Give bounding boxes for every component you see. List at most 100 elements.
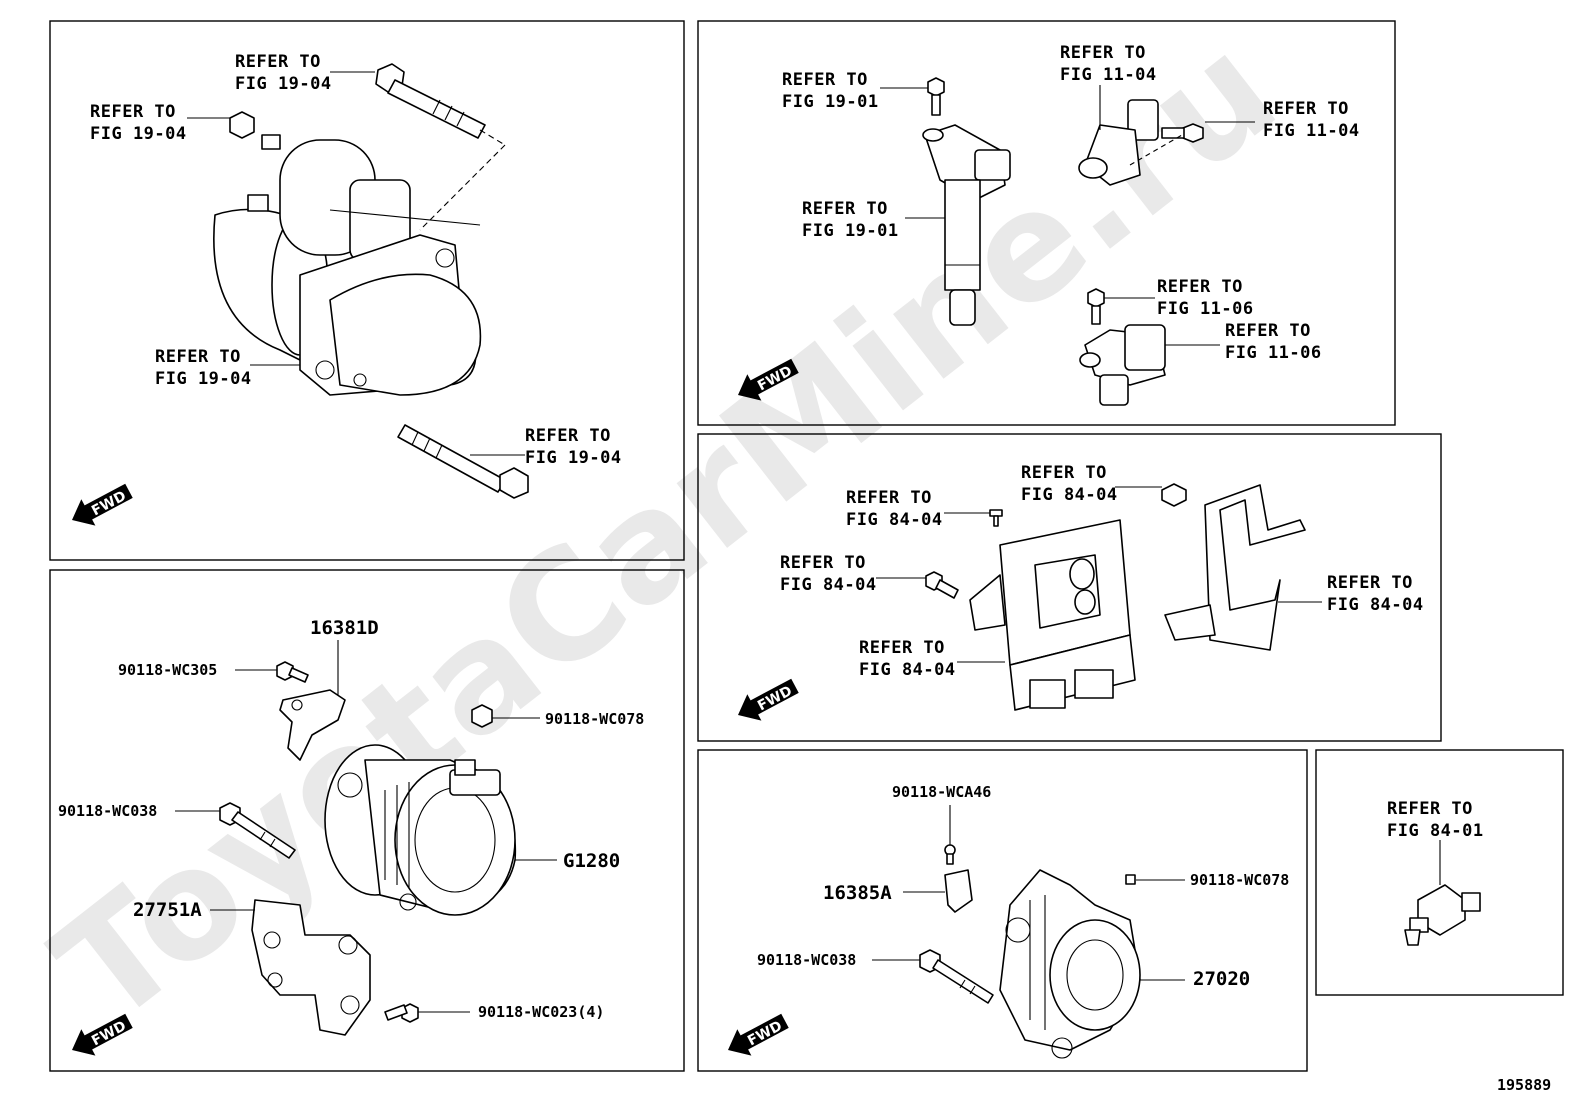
svg-text:FIG 19-01: FIG 19-01 (802, 221, 899, 241)
panel-ecu: REFER TO FIG 84-04 REFER TO FIG 84-04 RE… (697, 433, 1442, 742)
ignition-ref-coil: REFER TO FIG 19-01 (802, 199, 899, 241)
svg-text:FIG 84-04: FIG 84-04 (846, 510, 943, 530)
panel-ignition: REFER TO FIG 19-01 REFER TO FIG 19-01 RE… (697, 20, 1396, 426)
svg-text:REFER TO: REFER TO (1060, 43, 1146, 63)
part-G1280: G1280 (563, 850, 620, 872)
starter-motor-drawing (213, 134, 482, 396)
svg-text:REFER TO: REFER TO (155, 347, 241, 367)
svg-text:FIG 84-04: FIG 84-04 (859, 660, 956, 680)
panel-ignition-frame (697, 20, 1396, 426)
ignition-ref-crank-bolt: REFER TO FIG 11-06 (1157, 277, 1254, 319)
ecu-bolt (925, 571, 959, 599)
svg-text:FIG 19-04: FIG 19-04 (90, 124, 187, 144)
ecu-ref-screw: REFER TO FIG 84-04 (846, 488, 943, 530)
fwd-arrow-icon: FWD (738, 678, 799, 721)
panel-starter-frame (49, 20, 685, 561)
switch-ref: REFER TO FIG 84-01 (1387, 799, 1484, 841)
coil-bolt (927, 77, 945, 116)
svg-text:REFER TO: REFER TO (780, 553, 866, 573)
cam-position-sensor (1078, 99, 1204, 186)
svg-text:REFER TO: REFER TO (1225, 321, 1311, 341)
svg-text:REFER TO: REFER TO (1157, 277, 1243, 297)
panel-ecu-frame (697, 433, 1442, 742)
ignition-ref-crank-sensor: REFER TO FIG 11-06 (1225, 321, 1322, 363)
figure-number: 195889 (1497, 1076, 1551, 1094)
panel-switch: REFER TO FIG 84-01 (1315, 749, 1564, 996)
svg-text:FIG 84-01: FIG 84-01 (1387, 821, 1484, 841)
screw-90118-WCA46 (944, 844, 956, 865)
panel-alternator-a-frame (49, 569, 685, 1072)
bolt-90118-WC305 (276, 661, 309, 683)
part-90118-WC023: 90118-WC023(4) (478, 1003, 604, 1021)
nut-90118-WC078 (471, 704, 493, 728)
panel-alternator-a: 16381D 90118-WC305 90118-WC078 90118-WC0… (49, 569, 685, 1072)
starter-ref-motor: REFER TO FIG 19-04 (155, 347, 252, 389)
starter-ref-top-bolt: REFER TO FIG 19-04 (235, 52, 332, 94)
ignition-ref-coil-bolt: REFER TO FIG 19-01 (782, 70, 879, 112)
svg-text:REFER TO: REFER TO (1021, 463, 1107, 483)
svg-text:FIG 84-04: FIG 84-04 (1327, 595, 1424, 615)
ecu-ref-nut: REFER TO FIG 84-04 (1021, 463, 1118, 505)
svg-text:FIG 19-04: FIG 19-04 (525, 448, 622, 468)
ecu-ref-module: REFER TO FIG 84-04 (859, 638, 956, 680)
bracket-27751A (251, 899, 371, 1036)
ecu-bracket (1164, 484, 1306, 651)
part-90118-WC038-b: 90118-WC038 (757, 951, 856, 969)
panel-alternator-b: 90118-WCA46 16385A 90118-WC078 90118-WC0… (697, 749, 1308, 1072)
part-90118-WC305: 90118-WC305 (118, 661, 217, 679)
starter-bottom-bolt (397, 424, 529, 499)
part-90118-WCA46: 90118-WCA46 (892, 783, 991, 801)
svg-text:FIG 11-04: FIG 11-04 (1060, 65, 1157, 85)
svg-text:REFER TO: REFER TO (1327, 573, 1413, 593)
svg-text:REFER TO: REFER TO (90, 102, 176, 122)
part-27020: 27020 (1193, 968, 1250, 990)
svg-text:REFER TO: REFER TO (859, 638, 945, 658)
starter-nut (229, 111, 255, 139)
ecu-ref-bracket: REFER TO FIG 84-04 (1327, 573, 1424, 615)
ecu-ref-bolt: REFER TO FIG 84-04 (780, 553, 877, 595)
svg-text:REFER TO: REFER TO (1263, 99, 1349, 119)
svg-text:REFER TO: REFER TO (802, 199, 888, 219)
panel-alternator-b-frame (697, 749, 1308, 1072)
panel-switch-frame (1315, 749, 1564, 996)
ecu-module (969, 519, 1136, 711)
bolt-90118-WC038 (219, 802, 296, 859)
svg-text:FIG 84-04: FIG 84-04 (1021, 485, 1118, 505)
bracket-16385A (944, 869, 973, 913)
ecu-nut (1161, 483, 1187, 507)
fwd-arrow-icon: FWD (728, 1013, 789, 1056)
svg-text:FIG 19-04: FIG 19-04 (235, 74, 332, 94)
bolt-90118-WC023 (384, 1003, 419, 1023)
starter-ref-bottom-bolt: REFER TO FIG 19-04 (525, 426, 622, 468)
part-16381D: 16381D (310, 617, 379, 639)
svg-text:REFER TO: REFER TO (235, 52, 321, 72)
svg-text:FIG 11-06: FIG 11-06 (1225, 343, 1322, 363)
part-90118-WC078: 90118-WC078 (545, 710, 644, 728)
svg-text:REFER TO: REFER TO (846, 488, 932, 508)
part-16385A: 16385A (823, 882, 892, 904)
part-90118-WC038: 90118-WC038 (58, 802, 157, 820)
svg-text:FIG 11-04: FIG 11-04 (1263, 121, 1360, 141)
alternator-G1280 (324, 744, 517, 916)
fwd-arrow-icon: FWD (72, 483, 133, 526)
starter-ref-nut: REFER TO FIG 19-04 (90, 102, 187, 144)
alternator-27020 (999, 869, 1141, 1059)
svg-text:FIG 11-06: FIG 11-06 (1157, 299, 1254, 319)
part-27751A: 27751A (133, 899, 202, 921)
svg-text:REFER TO: REFER TO (782, 70, 868, 90)
ignition-coil (922, 124, 1011, 326)
crank-position-sensor (1079, 288, 1166, 406)
ignition-ref-cam-sensor: REFER TO FIG 11-04 (1060, 43, 1157, 85)
svg-text:FIG 19-04: FIG 19-04 (155, 369, 252, 389)
svg-text:REFER TO: REFER TO (525, 426, 611, 446)
pressure-switch (1404, 884, 1481, 946)
panel-starter: REFER TO FIG 19-04 REFER TO FIG 19-04 RE… (49, 20, 685, 561)
svg-text:FIG 19-01: FIG 19-01 (782, 92, 879, 112)
svg-text:FIG 84-04: FIG 84-04 (780, 575, 877, 595)
part-90118-WC078-b: 90118-WC078 (1190, 871, 1289, 889)
ignition-ref-cam-bolt: REFER TO FIG 11-04 (1263, 99, 1360, 141)
nut-90118-WC078-b (1125, 874, 1136, 885)
ecu-screw (989, 509, 1003, 527)
